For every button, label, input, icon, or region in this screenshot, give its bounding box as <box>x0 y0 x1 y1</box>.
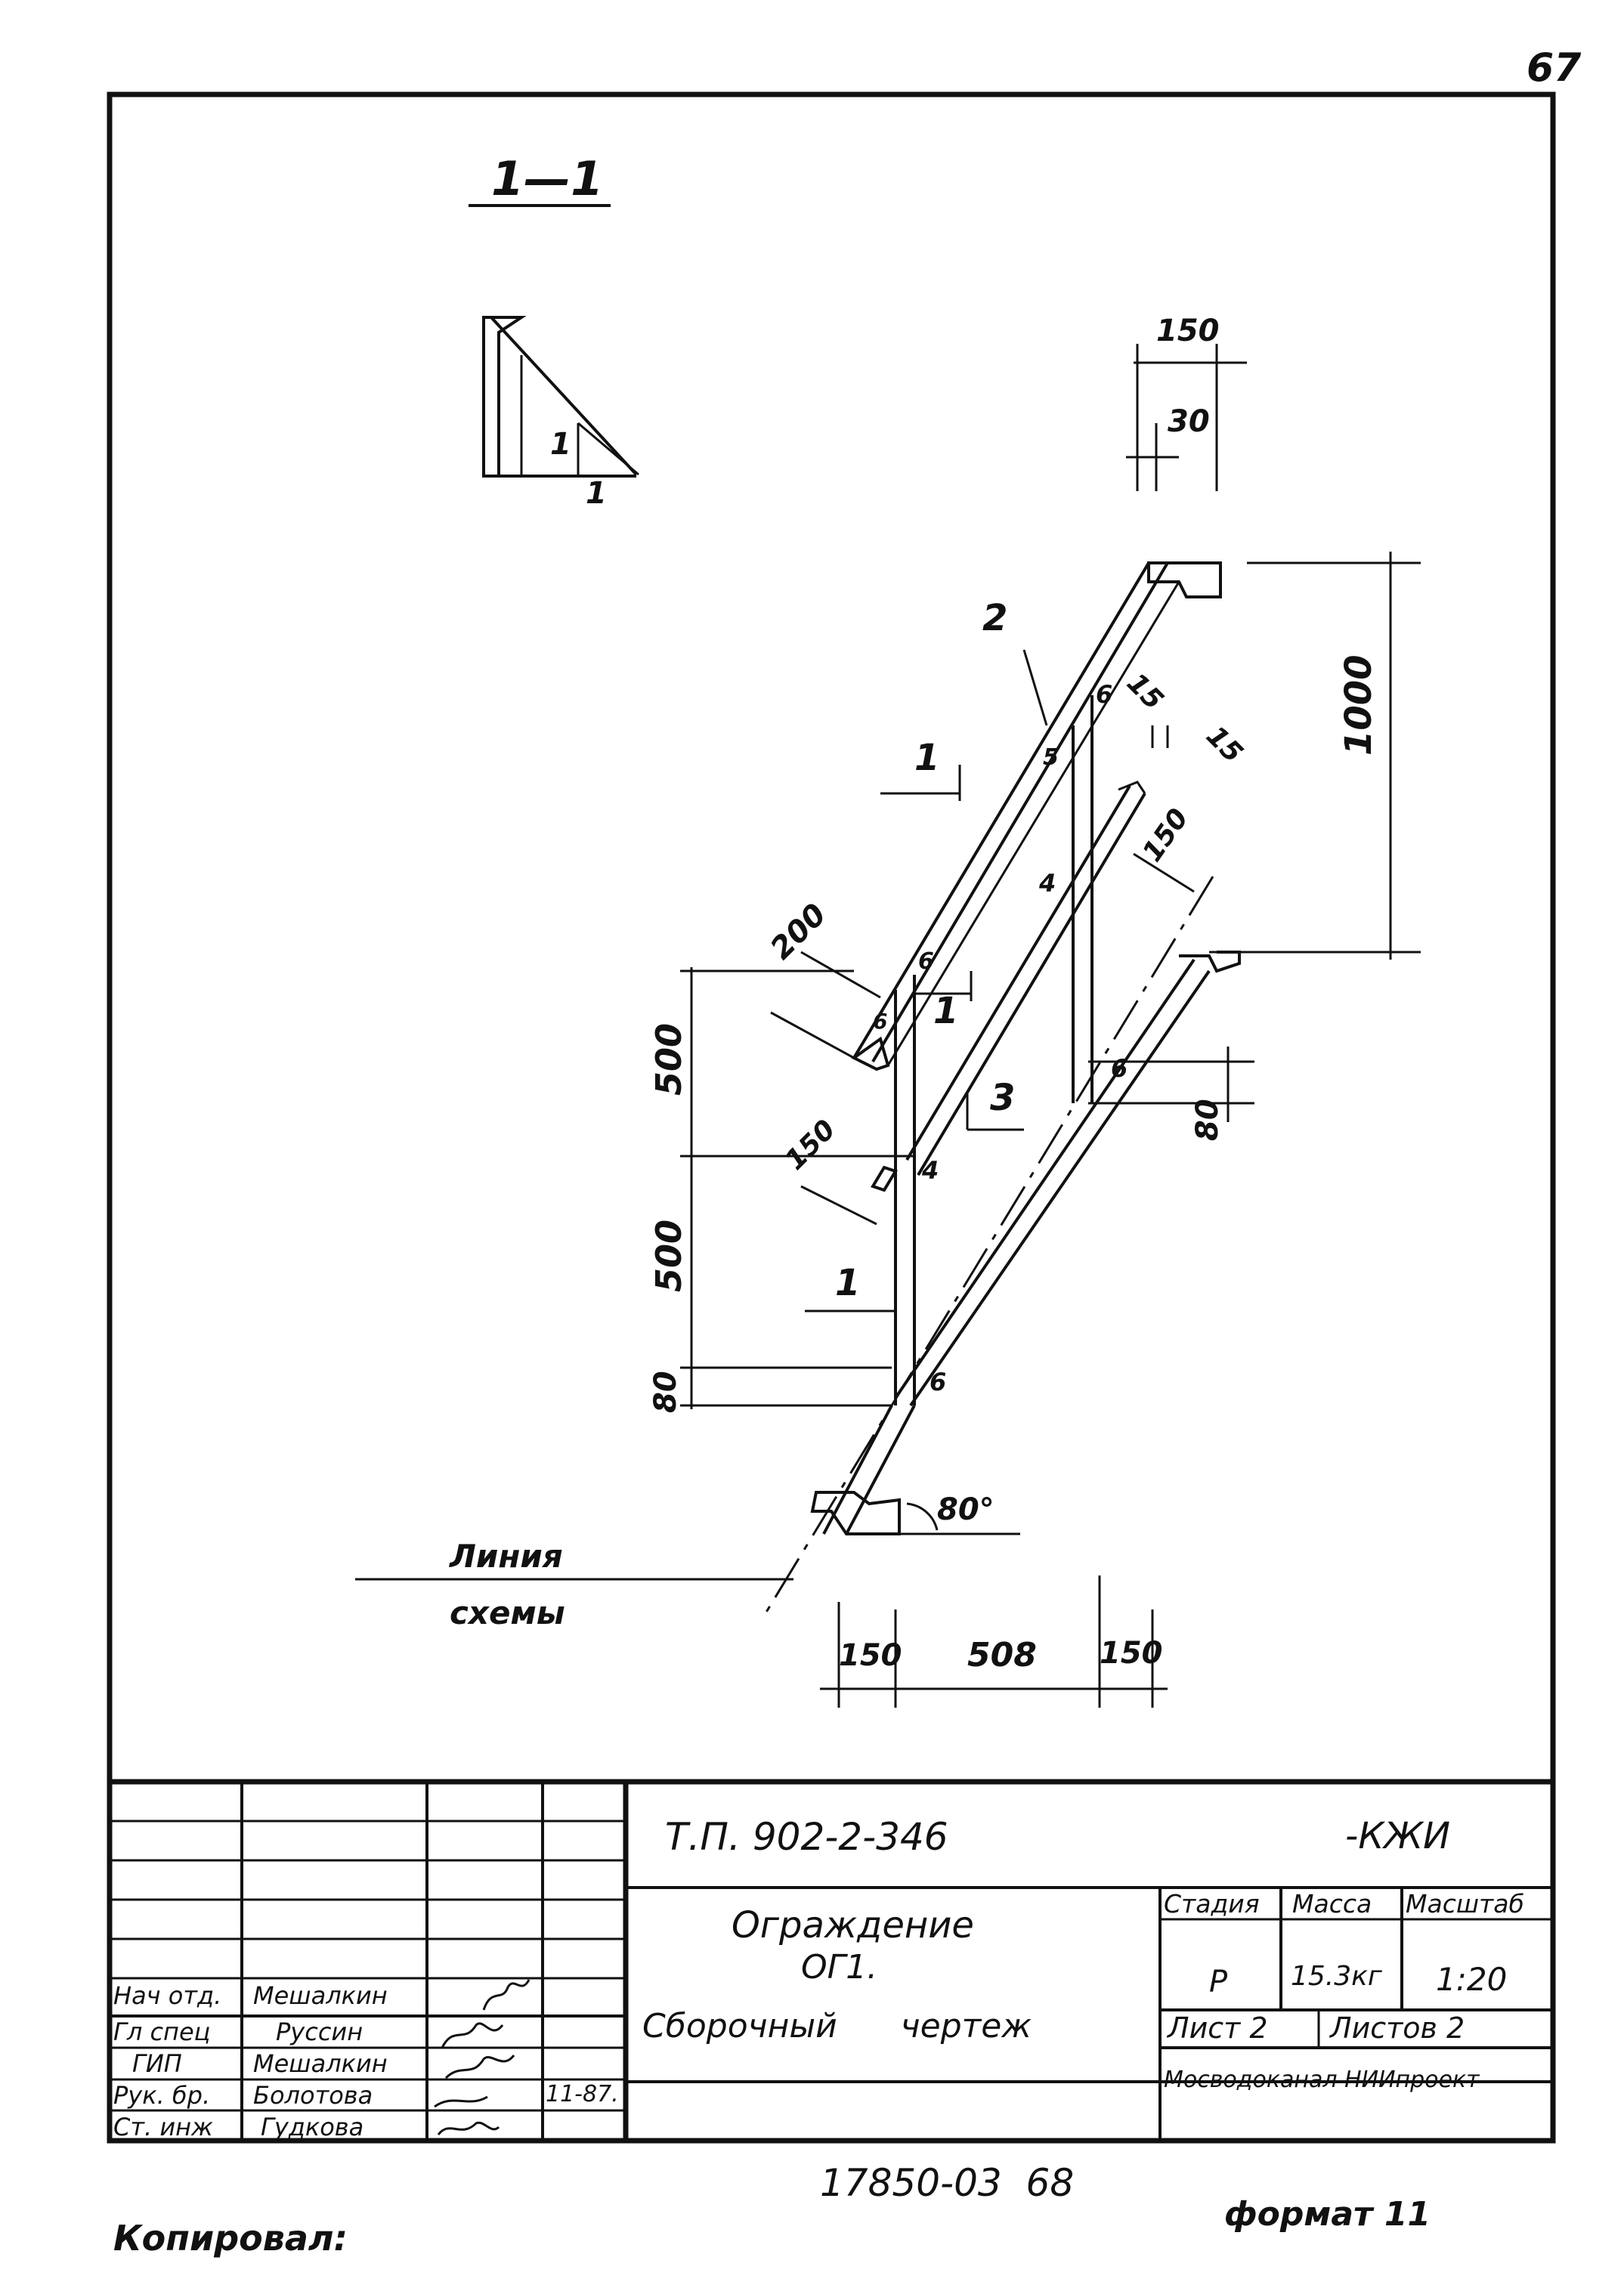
dimension-150-30 <box>1126 344 1247 491</box>
dim-150-bottom-right: 150 <box>1100 1636 1163 1671</box>
slope-label-horizontal: 1 <box>586 476 607 511</box>
staff-name: Мешалкин <box>253 1981 388 2010</box>
dimension-chain-bottom <box>820 1575 1168 1708</box>
pos-4-a: 4 <box>1039 869 1056 898</box>
staff-name: Гудкова <box>261 2113 364 2141</box>
dim-150-bottom-left: 150 <box>839 1638 902 1673</box>
paper-format: формат 11 <box>1224 2195 1431 2234</box>
date-note: 11-87. <box>546 2081 619 2107</box>
dim-500-lower: 500 <box>648 1219 689 1292</box>
drawing-title-3: Сборочный чертеж <box>642 2007 1032 2045</box>
doc-mark: -КЖИ <box>1345 1815 1451 1857</box>
dimension-80-right <box>1088 1047 1254 1122</box>
scheme-line-label-2: схемы <box>450 1594 565 1631</box>
dim-150-top: 150 <box>1156 314 1220 348</box>
scheme-line-label-1: Линия <box>450 1538 563 1575</box>
pos-1-upper: 1 <box>914 737 940 779</box>
staff-name: Руссин <box>276 2018 363 2046</box>
scale-value: 1:20 <box>1436 1961 1508 1998</box>
staff-role: Ст. инж <box>113 2113 213 2141</box>
archive-number: 17850-03 68 <box>820 2161 1075 2205</box>
dim-80-left: 80 <box>648 1371 683 1413</box>
dim-80-right: 80 <box>1190 1099 1225 1141</box>
pos-5: 5 <box>1043 744 1059 771</box>
mass-value: 15.3кг <box>1291 1961 1382 1992</box>
pos-6-a: 6 <box>1096 680 1113 709</box>
sheet-number: Лист 2 <box>1168 2011 1268 2045</box>
staff-role: Нач отд. <box>113 1981 222 2010</box>
middle-rail <box>871 781 1146 1192</box>
drawing-title-1: Ограждение <box>732 1904 974 1946</box>
col-header-scale: Масштаб <box>1406 1889 1524 1919</box>
organization: Мосводоканал НИИпроект <box>1164 2067 1480 2093</box>
stage-value: Р <box>1209 1965 1228 1999</box>
dim-500-upper: 500 <box>648 1022 689 1096</box>
page-number: 67 <box>1527 45 1582 91</box>
dimension-1000 <box>1209 552 1421 960</box>
dimension-chain-left <box>680 967 914 1409</box>
dim-508: 508 <box>967 1636 1037 1674</box>
handrail-member <box>851 561 1180 1071</box>
staff-name: Болотова <box>253 2081 373 2110</box>
pos-3: 3 <box>990 1077 1016 1119</box>
pos-6-e: 6 <box>873 1009 888 1034</box>
copied-by: Копировал: <box>113 2218 348 2259</box>
staff-name: Мешалкин <box>253 2049 388 2078</box>
project-code: Т.П. 902-2-346 <box>665 1815 948 1859</box>
pos-6-d: 6 <box>930 1368 947 1396</box>
pos-4-b: 4 <box>922 1156 939 1185</box>
drawing-title-2: ОГ1. <box>801 1948 878 1987</box>
dimension-200-line <box>770 1011 855 1059</box>
dimension-150-side-line <box>1133 852 1195 893</box>
dim-30: 30 <box>1168 404 1210 439</box>
staff-role: Рук. бр. <box>113 2081 211 2110</box>
pos-1-mid: 1 <box>933 990 959 1032</box>
dimension-150-mid-line <box>800 1185 877 1226</box>
title-block-grid <box>110 1779 1553 2141</box>
dim-1000: 1000 <box>1338 654 1380 756</box>
pos-1-lower: 1 <box>835 1262 861 1304</box>
staff-role: Гл спец <box>113 2018 211 2046</box>
drawing-frame <box>107 91 1556 2144</box>
col-header-stage: Стадия <box>1164 1889 1260 1919</box>
section-label: 1—1 <box>491 151 604 206</box>
bottom-support <box>810 1491 1020 1535</box>
sheets-total: Листов 2 <box>1330 2011 1465 2045</box>
section-sketch <box>482 316 639 478</box>
pos-6-c: 6 <box>918 948 934 975</box>
top-cap-block <box>1147 561 1222 598</box>
signatures <box>434 1979 531 2135</box>
staff-role: ГИП <box>132 2049 182 2078</box>
slope-label-vertical: 1 <box>550 427 571 462</box>
pos-2: 2 <box>982 597 1008 639</box>
leader-pos2 <box>1022 649 1048 726</box>
dim-angle: 80° <box>937 1492 995 1527</box>
pos-6-b: 6 <box>1111 1054 1128 1083</box>
col-header-mass: Масса <box>1292 1889 1372 1919</box>
bottom-stringer <box>822 951 1241 1535</box>
section-cut-markers <box>880 765 973 1001</box>
